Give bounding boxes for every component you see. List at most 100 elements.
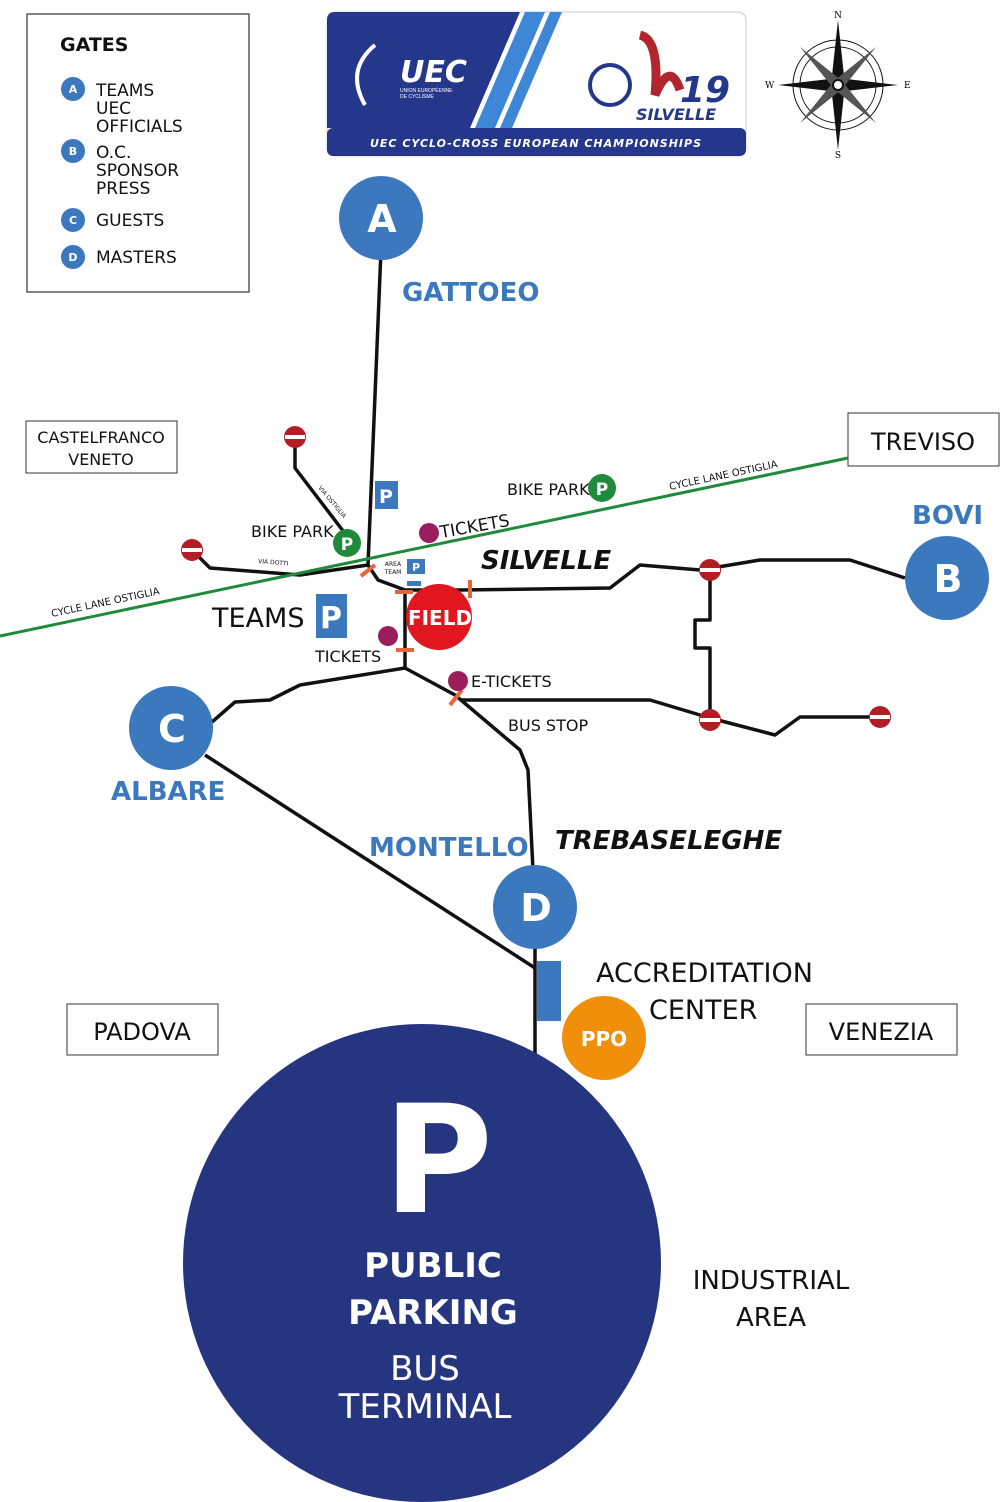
industrial-area-label: INDUSTRIAL	[693, 1266, 850, 1296]
city-venezia: VENEZIA	[805, 1003, 958, 1056]
svg-text:C: C	[158, 707, 186, 751]
place-silvelle: SILVELLE	[481, 546, 611, 576]
accreditation-center-marker	[537, 961, 561, 1021]
area-label: AREA	[385, 561, 402, 568]
ticket-point-icon	[419, 523, 439, 543]
industrial-area-label: AREA	[736, 1303, 806, 1333]
bike-park-label: BIKE PARK	[251, 522, 334, 541]
teams-parking: P	[316, 594, 347, 638]
no-entry-icon	[869, 706, 891, 728]
svg-text:UEC: UEC	[400, 55, 467, 90]
svg-text:SILVELLE: SILVELLE	[636, 105, 716, 124]
svg-text:W: W	[765, 81, 775, 91]
svg-text:A: A	[69, 83, 78, 96]
svg-text:UNION EUROPÉENNE: UNION EUROPÉENNE	[400, 87, 453, 94]
svg-text:BUS: BUS	[390, 1349, 460, 1389]
parking-icon-area-team: P	[407, 559, 425, 586]
svg-text:A: A	[367, 197, 397, 241]
svg-text:FIELD: FIELD	[408, 606, 472, 630]
no-entry-icon	[699, 709, 721, 731]
gates-legend: GATES A TEAMS UEC OFFICIALS B O.C. SPONS…	[26, 13, 250, 293]
legend-title: GATES	[60, 34, 128, 56]
svg-text:D: D	[68, 251, 77, 264]
svg-text:TREVISO: TREVISO	[870, 428, 975, 456]
svg-text:19: 19	[680, 70, 730, 111]
svg-text:TERMINAL: TERMINAL	[338, 1387, 512, 1427]
ppo-marker: PPO	[562, 996, 646, 1080]
city-padova: PADOVA	[66, 1003, 219, 1056]
bus-stop-label: BUS STOP	[508, 716, 588, 735]
svg-text:SPONSOR: SPONSOR	[96, 161, 179, 181]
gate-c[interactable]: C	[129, 686, 213, 770]
svg-text:TEAMS: TEAMS	[95, 81, 154, 101]
place-albare: ALBARE	[111, 777, 225, 807]
uec-logo: UEC UNION EUROPÉENNE DE CYCLISME 19 SILV…	[326, 11, 747, 157]
tickets-label: TICKETS	[314, 647, 381, 666]
cycle-lane	[0, 456, 849, 638]
svg-text:C: C	[69, 214, 77, 227]
svg-text:PPO: PPO	[581, 1027, 627, 1051]
via-dotti-label: VIA DOTTI	[258, 558, 289, 568]
svg-text:S: S	[835, 151, 841, 161]
svg-text:VENETO: VENETO	[68, 450, 134, 469]
e-tickets-label: E-TICKETS	[471, 672, 552, 691]
svg-text:P: P	[412, 561, 420, 574]
legend-item-c: C GUESTS	[61, 208, 164, 232]
accreditation-label: ACCREDITATION	[596, 958, 813, 989]
svg-text:PRESS: PRESS	[96, 179, 150, 199]
svg-text:P: P	[320, 601, 342, 636]
no-entry-icon	[699, 559, 721, 581]
svg-text:VENEZIA: VENEZIA	[829, 1018, 934, 1046]
legend-item-d: D MASTERS	[61, 245, 177, 269]
svg-text:DE CYCLISME: DE CYCLISME	[400, 94, 435, 100]
no-entry-icon	[181, 539, 203, 561]
svg-text:O.C.: O.C.	[96, 143, 131, 163]
svg-text:D: D	[520, 886, 552, 930]
svg-text:E: E	[904, 81, 911, 91]
svg-text:P: P	[379, 486, 393, 508]
compass-rose: N S E W	[765, 11, 911, 161]
legend-item-a: A TEAMS UEC OFFICIALS	[61, 77, 183, 137]
bike-park-label: BIKE PARK	[507, 480, 590, 499]
roads	[190, 249, 906, 1055]
gate-a[interactable]: A	[339, 176, 423, 260]
place-montello: MONTELLO	[369, 833, 529, 863]
accreditation-label: CENTER	[649, 995, 757, 1026]
svg-text:GUESTS: GUESTS	[96, 211, 164, 231]
field-marker: FIELD	[406, 584, 472, 650]
svg-text:B: B	[934, 557, 963, 601]
bike-park-icon: P	[333, 529, 361, 557]
team-label: TEAM	[384, 569, 402, 576]
legend-item-b: B O.C. SPONSOR PRESS	[61, 139, 179, 199]
city-treviso: TREVISO	[847, 412, 1000, 467]
bike-park-icon: P	[588, 474, 616, 502]
e-ticket-point-icon	[448, 671, 468, 691]
gate-d[interactable]: D	[493, 865, 577, 949]
svg-text:PADOVA: PADOVA	[93, 1018, 191, 1046]
barriers	[359, 563, 472, 707]
svg-text:N: N	[834, 11, 842, 21]
svg-text:MASTERS: MASTERS	[96, 248, 177, 268]
parking-icon-north: P	[375, 481, 398, 509]
place-trebaseleghe: TREBASELEGHE	[555, 826, 782, 856]
svg-text:PUBLIC: PUBLIC	[364, 1246, 502, 1286]
ticket-point-icon	[378, 626, 398, 646]
svg-text:UEC CYCLO-CROSS EUROPEAN CHAMP: UEC CYCLO-CROSS EUROPEAN CHAMPIONSHIPS	[370, 137, 702, 150]
svg-text:UEC: UEC	[96, 99, 131, 119]
public-parking: P PUBLIC PARKING BUS TERMINAL	[183, 1024, 661, 1502]
city-castelfranco: CASTELFRANCO VENETO	[25, 420, 178, 474]
gate-b[interactable]: B	[905, 536, 989, 620]
place-bovi: BOVI	[912, 501, 983, 531]
no-entry-icons	[181, 426, 891, 731]
svg-text:B: B	[69, 145, 77, 158]
tickets-label: TICKETS	[437, 511, 511, 543]
svg-text:P: P	[596, 480, 608, 500]
teams-label: TEAMS	[211, 603, 304, 634]
svg-text:CASTELFRANCO: CASTELFRANCO	[37, 428, 164, 447]
svg-text:P: P	[383, 1074, 493, 1248]
svg-text:P: P	[341, 535, 353, 555]
place-gattoeo: GATTOEO	[402, 278, 539, 308]
svg-text:OFFICIALS: OFFICIALS	[96, 117, 183, 137]
svg-text:PARKING: PARKING	[348, 1293, 518, 1333]
